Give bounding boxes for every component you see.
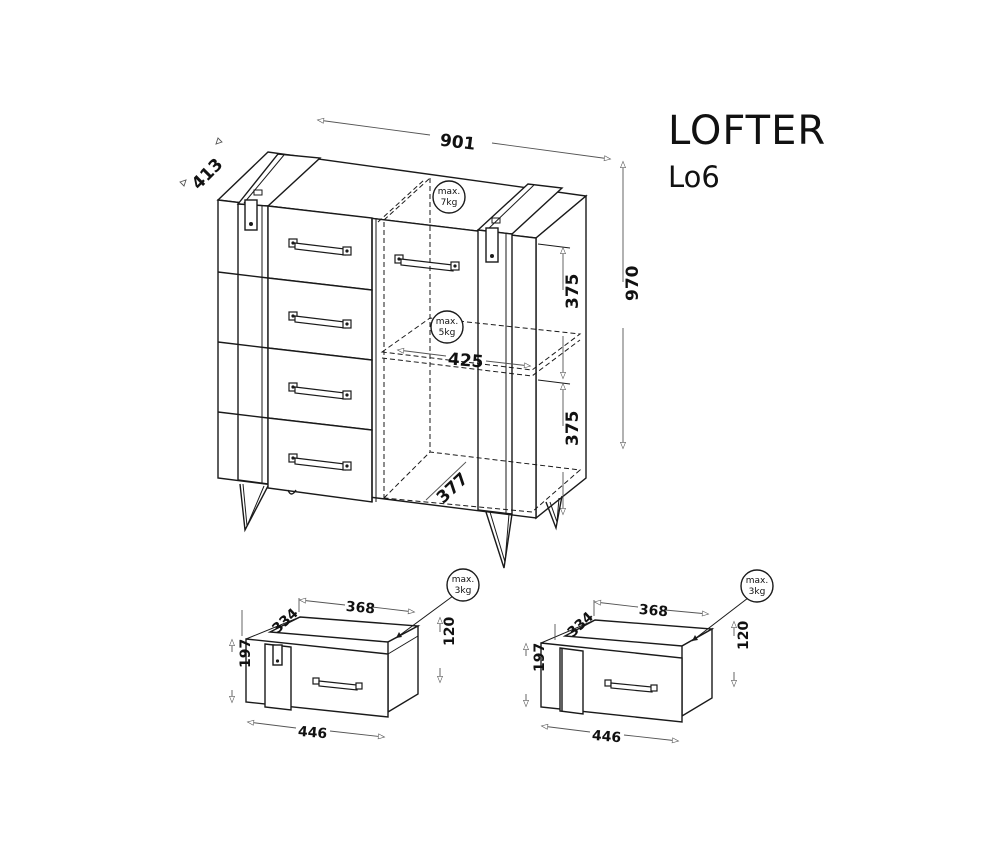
dimension-compartment-lower: 375 — [537, 379, 583, 516]
dimension-shelf-width: 425 — [396, 347, 532, 372]
load-badge-drawer-right: max. 3kg — [740, 569, 774, 603]
drawer-right-front-height: 197 — [532, 643, 548, 672]
cabinet — [216, 151, 588, 569]
drawer-left-front-height: 197 — [238, 639, 254, 668]
load-badge-drawer-left: max. 3kg — [446, 568, 480, 602]
product-model: Lo6 — [668, 160, 720, 194]
shelf-width-label: 425 — [447, 349, 484, 372]
drawer-right-inner-width: 368 — [638, 602, 669, 620]
door-handle — [394, 254, 460, 272]
drawer-left-inner-width: 368 — [345, 599, 376, 617]
drawer-handle-4 — [288, 453, 352, 471]
svg-text:3kg: 3kg — [749, 587, 766, 597]
svg-text:max.: max. — [452, 575, 474, 585]
drawer-left: 368 334 197 120 446 — [229, 595, 458, 742]
svg-text:max.: max. — [436, 317, 458, 327]
drawer-right: 368 334 197 120 446 — [523, 597, 752, 746]
drawer-right-box-height: 120 — [736, 621, 752, 650]
depth-label: 413 — [188, 155, 227, 194]
dimension-depth: 413 — [179, 137, 227, 194]
cabinet-legs — [239, 483, 563, 569]
svg-text:5kg: 5kg — [439, 328, 456, 338]
height-label: 970 — [623, 265, 643, 301]
drawer-handle-1 — [288, 238, 352, 256]
load-badge-shelf: max. 5kg — [430, 310, 464, 344]
product-title: LOFTER — [668, 108, 827, 154]
lower-height-label: 375 — [563, 411, 583, 447]
svg-text:max.: max. — [438, 187, 460, 197]
drawer-left-box-height: 120 — [442, 617, 458, 646]
dimension-compartment-upper: 375 — [537, 243, 583, 380]
dimension-width: 901 — [316, 117, 612, 162]
load-badge-top: max. 7kg — [432, 180, 466, 214]
svg-text:7kg: 7kg — [441, 198, 458, 208]
drawer-handle-3 — [288, 382, 352, 400]
dimension-height: 970 — [620, 160, 643, 450]
drawer-right-front-width: 446 — [591, 728, 622, 746]
upper-height-label: 375 — [563, 274, 583, 310]
svg-text:max.: max. — [746, 576, 768, 586]
drawer-left-front-width: 446 — [297, 724, 328, 742]
width-label: 901 — [439, 131, 477, 155]
svg-text:3kg: 3kg — [455, 586, 472, 596]
drawer-handle-2 — [288, 311, 352, 329]
